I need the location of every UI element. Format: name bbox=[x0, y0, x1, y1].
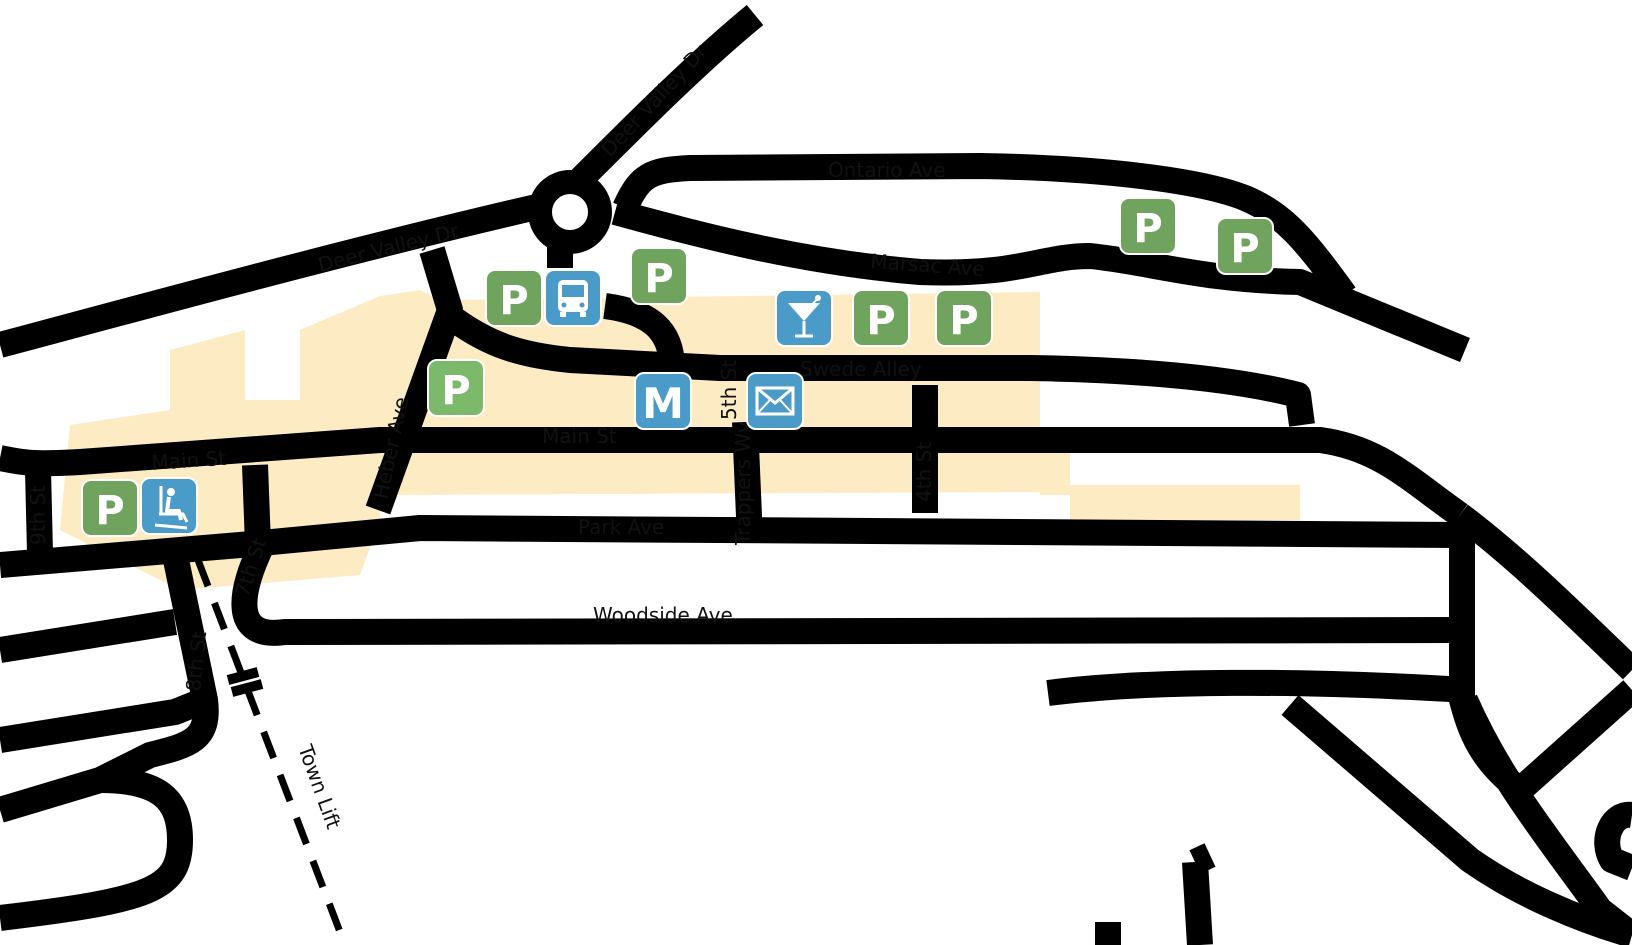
label-swede-alley: Swede Alley bbox=[800, 357, 922, 381]
label-main-st-west: Main St bbox=[151, 446, 227, 475]
service-markers: M bbox=[140, 269, 833, 535]
svg-text:P: P bbox=[499, 278, 528, 324]
ski-lift-icon[interactable] bbox=[140, 477, 198, 535]
label-5th-st: 5th St bbox=[717, 360, 741, 420]
label-ontario-ave: Ontario Ave bbox=[828, 158, 946, 182]
town-lift-line bbox=[194, 558, 349, 945]
parking-icon[interactable]: P bbox=[935, 289, 993, 347]
label-town-lift: Town Lift bbox=[293, 741, 346, 833]
label-trappers-wy: Trappers Wy bbox=[731, 421, 755, 546]
svg-text:P: P bbox=[866, 298, 895, 344]
bus-icon[interactable] bbox=[544, 269, 602, 327]
svg-text:P: P bbox=[1133, 206, 1162, 252]
parking-icon[interactable]: P bbox=[81, 479, 139, 537]
parking-icon[interactable]: P bbox=[852, 289, 910, 347]
museum-icon[interactable]: M bbox=[634, 372, 692, 430]
svg-text:P: P bbox=[949, 298, 978, 344]
road-network bbox=[0, 4, 1632, 945]
parking-icon[interactable]: P bbox=[485, 269, 543, 327]
cocktail-icon[interactable] bbox=[775, 289, 833, 347]
svg-text:P: P bbox=[95, 488, 124, 534]
parking-icon[interactable]: P bbox=[630, 247, 688, 305]
svg-text:M: M bbox=[642, 379, 684, 428]
label-main-st-east: Main St bbox=[542, 424, 617, 448]
label-4th-st: 4th St bbox=[912, 442, 936, 502]
parking-icon[interactable]: P bbox=[427, 359, 485, 417]
parking-icon[interactable]: P bbox=[1119, 197, 1177, 255]
roundabout bbox=[528, 170, 612, 254]
parking-icon[interactable]: P bbox=[1216, 217, 1274, 275]
label-9th-st: 9th St bbox=[26, 485, 50, 545]
label-woodside-ave: Woodside Ave bbox=[593, 603, 733, 627]
label-deer-valley-dr-north: Deer Valley Dr bbox=[596, 39, 712, 161]
parking-markers: P P P P P P P P bbox=[81, 197, 1274, 537]
svg-text:P: P bbox=[644, 256, 673, 302]
mail-icon[interactable] bbox=[746, 372, 804, 430]
label-park-ave: Park Ave bbox=[578, 515, 664, 539]
svg-text:P: P bbox=[1230, 226, 1259, 272]
svg-text:P: P bbox=[441, 368, 470, 414]
